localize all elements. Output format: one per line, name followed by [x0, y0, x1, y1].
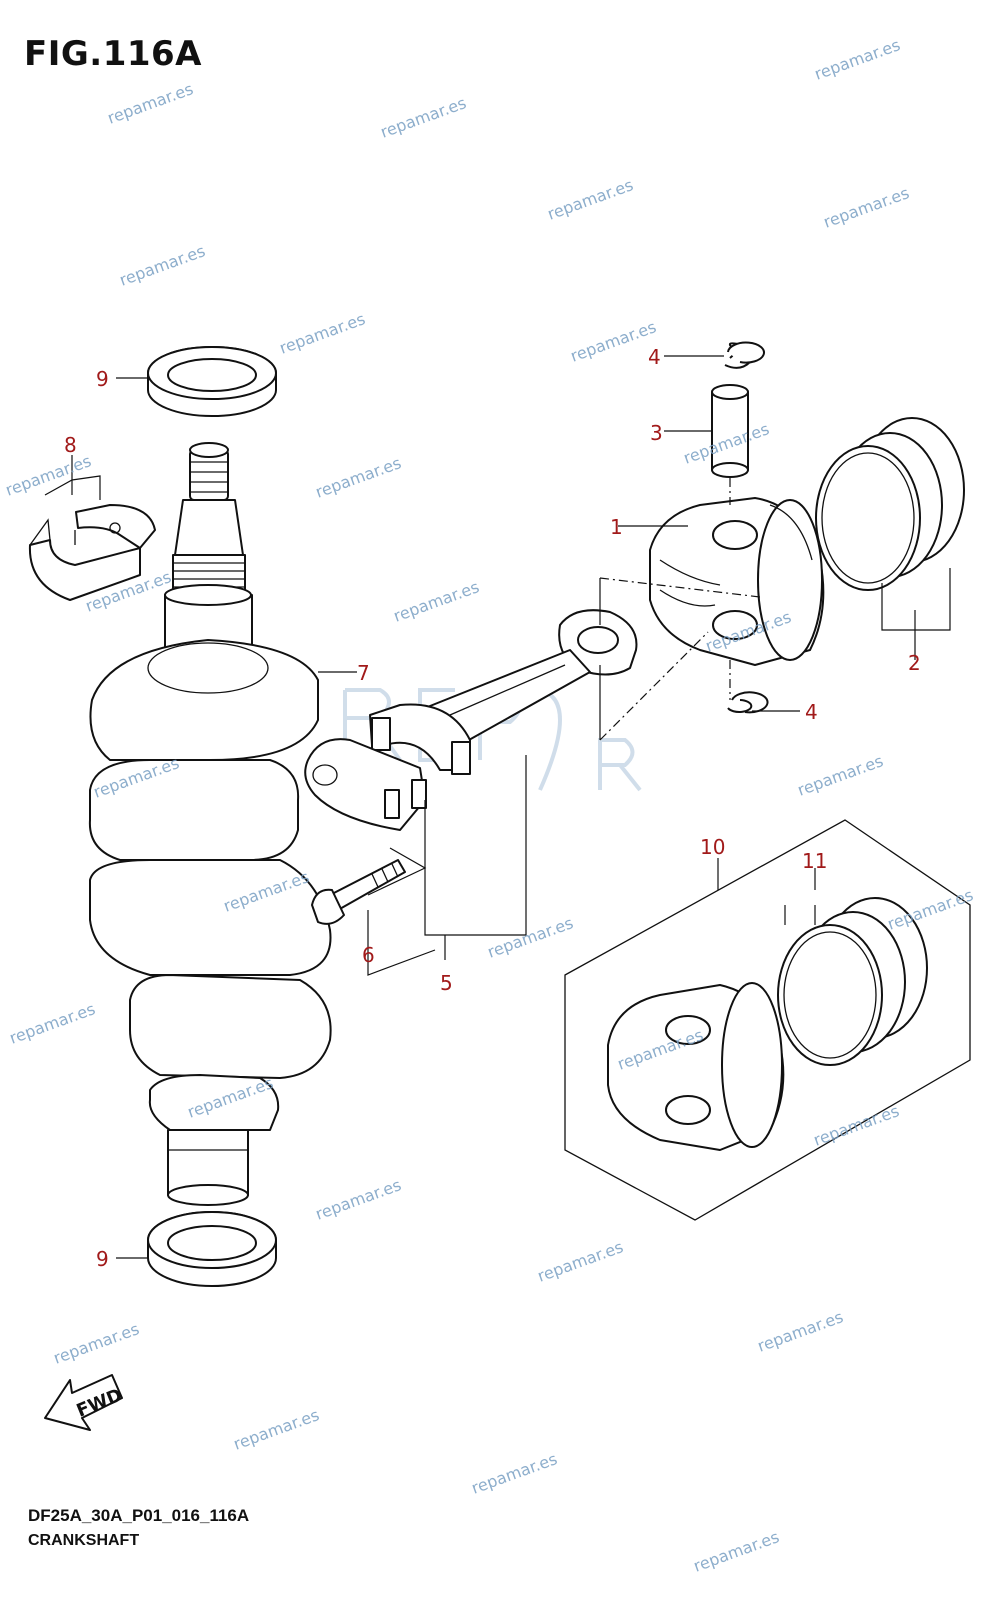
watermark-text: repamar.es — [117, 241, 208, 290]
callout-crankshaft: 7 — [357, 661, 370, 685]
callout-crankshaft-bearing: 8 — [64, 433, 77, 457]
oil-seal-bottom[interactable] — [147, 1211, 277, 1287]
callout-connecting-rod: 5 — [440, 971, 453, 995]
crankshaft-bearing[interactable] — [28, 504, 156, 601]
watermark-text: repamar.es — [469, 1449, 560, 1498]
piston-kit[interactable] — [607, 982, 785, 1151]
watermark-text: repamar.es — [812, 35, 903, 84]
watermark-text: repamar.es — [3, 451, 94, 500]
watermark-text: repamar.es — [313, 1175, 404, 1224]
watermark-text: repamar.es — [485, 913, 576, 962]
callout-piston-ring-set: 2 — [908, 651, 921, 675]
watermark-text: repamar.es — [795, 751, 886, 800]
callout-piston-ring-kit: 11 — [802, 849, 827, 873]
watermark-text: repamar.es — [545, 175, 636, 224]
watermark-text: repamar.es — [378, 93, 469, 142]
figure-code: DF25A_30A_P01_016_116A — [28, 1506, 250, 1525]
watermark-text: repamar.es — [51, 1319, 142, 1368]
watermark-text: repamar.es — [231, 1405, 322, 1454]
figure-title: FIG.116A — [24, 34, 202, 74]
callout-connecting-rod-bolt: 6 — [362, 943, 375, 967]
figure-name: CRANKSHAFT — [28, 1532, 140, 1549]
fwd-arrow: FWD — [44, 1374, 125, 1431]
callout-circlip-bottom: 4 — [805, 700, 818, 724]
callout-oil-seal-bottom: 9 — [96, 1247, 109, 1271]
leader-lines — [44, 355, 951, 1259]
piston-pin-circlip-top[interactable] — [724, 341, 765, 369]
crankshaft[interactable] — [88, 442, 332, 1206]
watermark-text: repamar.es — [7, 999, 98, 1048]
piston-ring-set[interactable] — [815, 417, 965, 591]
callout-piston: 1 — [610, 515, 623, 539]
watermark-text: repamar.es — [821, 183, 912, 232]
watermark-text: repamar.es — [755, 1307, 846, 1356]
piston-pin[interactable] — [711, 384, 749, 478]
callout-oil-seal-top: 9 — [96, 367, 109, 391]
watermark-text: repamar.es — [105, 79, 196, 128]
piston[interactable] — [649, 497, 825, 666]
oil-seal-top[interactable] — [147, 346, 277, 417]
watermark-text: repamar.es — [313, 453, 404, 502]
watermark-text: repamar.es — [691, 1527, 782, 1576]
connecting-rod-bolt[interactable] — [311, 859, 406, 925]
callout-piston-pin: 3 — [650, 421, 663, 445]
connecting-rod[interactable] — [304, 609, 638, 831]
piston-ring-kit[interactable] — [777, 897, 928, 1066]
callout-piston-kit: 10 — [700, 835, 725, 859]
watermark-text: repamar.es — [535, 1237, 626, 1286]
watermark-text: repamar.es — [277, 309, 368, 358]
callout-circlip-top: 4 — [648, 345, 661, 369]
watermark-text: repamar.es — [811, 1101, 902, 1150]
piston-pin-circlip-bottom[interactable] — [727, 691, 769, 714]
piston-kit-box — [564, 819, 971, 1221]
watermark-text: repamar.es — [391, 577, 482, 626]
callouts: 1 2 3 4 4 5 6 7 8 9 9 10 11 — [64, 345, 921, 1271]
watermark-text: repamar.es — [568, 317, 659, 366]
